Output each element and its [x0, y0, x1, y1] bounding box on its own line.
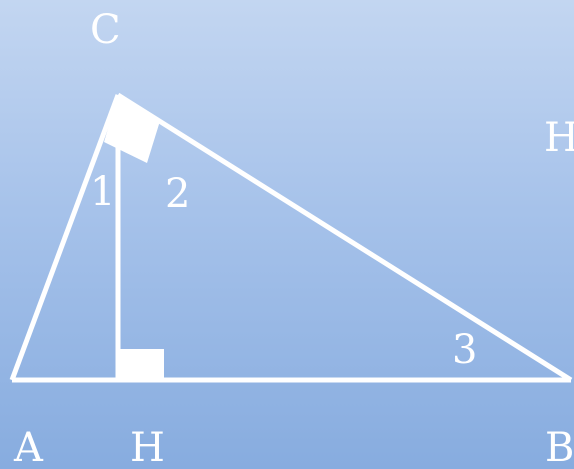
angle-label-3: 3 [452, 327, 478, 373]
right-angle-mark-h [116, 349, 164, 382]
vertex-label-b: B [545, 425, 574, 469]
side-cb [116, 92, 573, 383]
side-ac [9, 94, 121, 381]
right-angle-mark-c [104, 95, 160, 163]
vertex-label-a: A [14, 425, 43, 469]
angle-label-1: 1 [90, 169, 116, 215]
edge-label-h: H [544, 115, 574, 161]
vertex-label-c: C [90, 7, 121, 53]
angle-label-2: 2 [165, 171, 191, 217]
foot-label-h: H [130, 425, 165, 469]
